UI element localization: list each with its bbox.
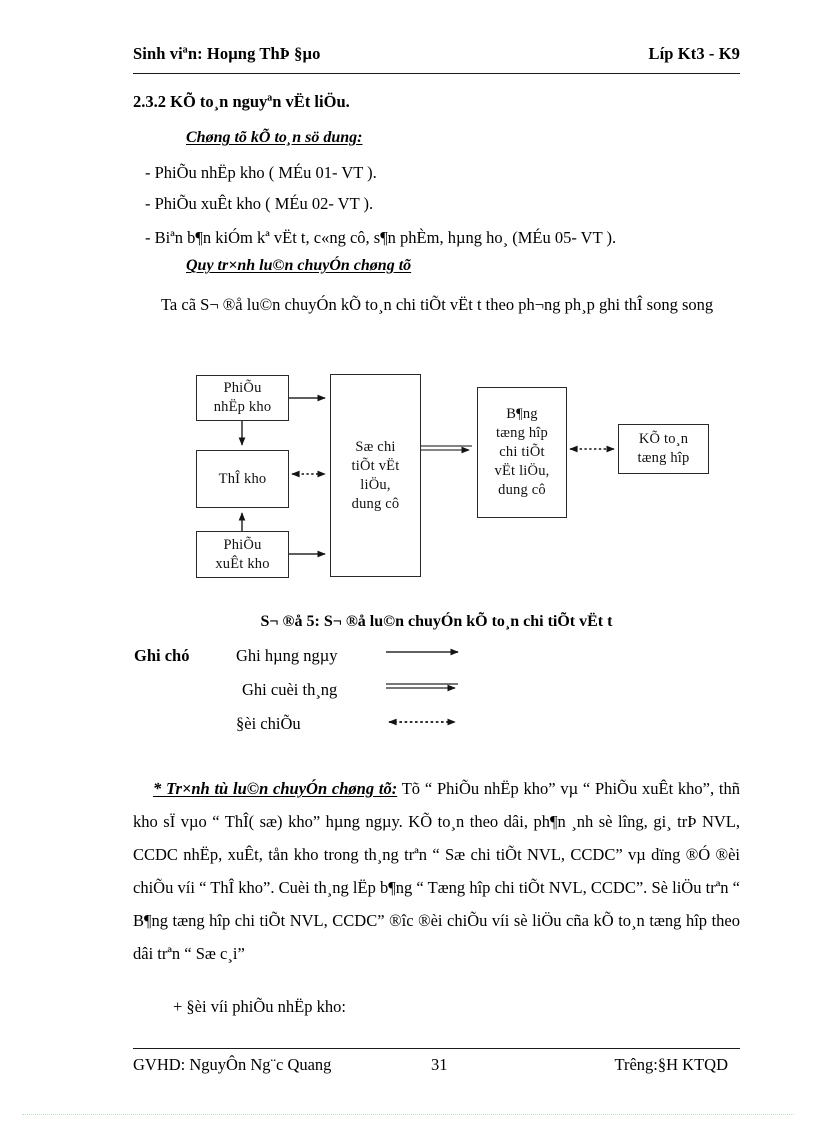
legend-label-monthly: Ghi cuèi th¸ng [242, 680, 338, 699]
legend-label-daily: Ghi hµng ngµy [236, 646, 338, 665]
subheading-document-flow: Quy tr×nh lu©n chuyÓn chøng tõ [186, 257, 412, 274]
section-heading: 2.3.2 KÕ to¸n nguyªn vËt liÖu. [133, 92, 350, 111]
main-paragraph-lead: * Tr×nh tù lu©n chuyÓn chøng tõ: [153, 779, 398, 798]
subheading-documents-used: Chøng tõ kÕ to¸n sö dung: [186, 129, 363, 146]
header-divider [133, 73, 740, 74]
list-item: - PhiÕu xuÊt kho ( MÉu 02- VT ). [145, 194, 374, 213]
list-item: - Biªn b¶n kiÓm kª vËt t­, c«ng cô, s¶n … [145, 228, 617, 247]
running-footer: GVHD: NguyÔn Ng¨c Quang 31 Tr­êng:§H KTQ… [133, 1055, 740, 1079]
figure-caption: S¬ ®å 5: S¬ ®å lu©n chuyÓn kÕ to¸n chi t… [260, 613, 613, 630]
closing-line: + §èi víi phiÕu nhËp kho: [173, 997, 346, 1016]
footer-university: Tr­êng:§H KTQD [614, 1055, 728, 1074]
diagram-box-so-chi-tiet: Sæ chi tiÕt vËt liÖu, dung cô [330, 374, 421, 577]
header-class-name: Líp Kt3 - K9 [648, 44, 740, 63]
header-student-name: Sinh viªn: Hoµng ThÞ §µo [133, 44, 321, 63]
legend-label-reconcile: §èi chiÕu [236, 714, 301, 733]
main-paragraph-text: Tõ “ PhiÕu nhËp kho” vµ “ PhiÕu xuÊt kho… [133, 779, 741, 963]
footer-divider [133, 1048, 740, 1049]
diagram-box-ke-toan-tong-hop: KÕ to¸n tæng hîp [618, 424, 709, 474]
scan-artifact-line [22, 1114, 794, 1115]
diagram-box-phieu-nhap-kho: PhiÕu nhËp kho [196, 375, 289, 421]
footer-supervisor: GVHD: NguyÔn Ng¨c Quang [133, 1055, 332, 1074]
diagram-box-bang-tong-hop: B¶ng tæng hîp chi tiÕt vËt liÖu, dung cô [477, 387, 567, 518]
diagram-box-phieu-xuat-kho: PhiÕu xuÊt kho [196, 531, 289, 578]
legend-title: Ghi chó [134, 646, 190, 665]
diagram-box-the-kho: ThÎ kho [196, 450, 289, 508]
list-item: - PhiÕu nhËp kho ( MÉu 01- VT ). [145, 163, 377, 182]
intro-paragraph: Ta cã S¬ ®å lu©n chuyÓn kÕ to¸n chi tiÕt… [161, 295, 714, 314]
main-paragraph: * Tr×nh tù lu©n chuyÓn chøng tõ: Tõ “ Ph… [133, 772, 740, 970]
running-header: Sinh viªn: Hoµng ThÞ §µo Líp Kt3 - K9 [133, 44, 740, 74]
page-number: 31 [431, 1055, 448, 1074]
